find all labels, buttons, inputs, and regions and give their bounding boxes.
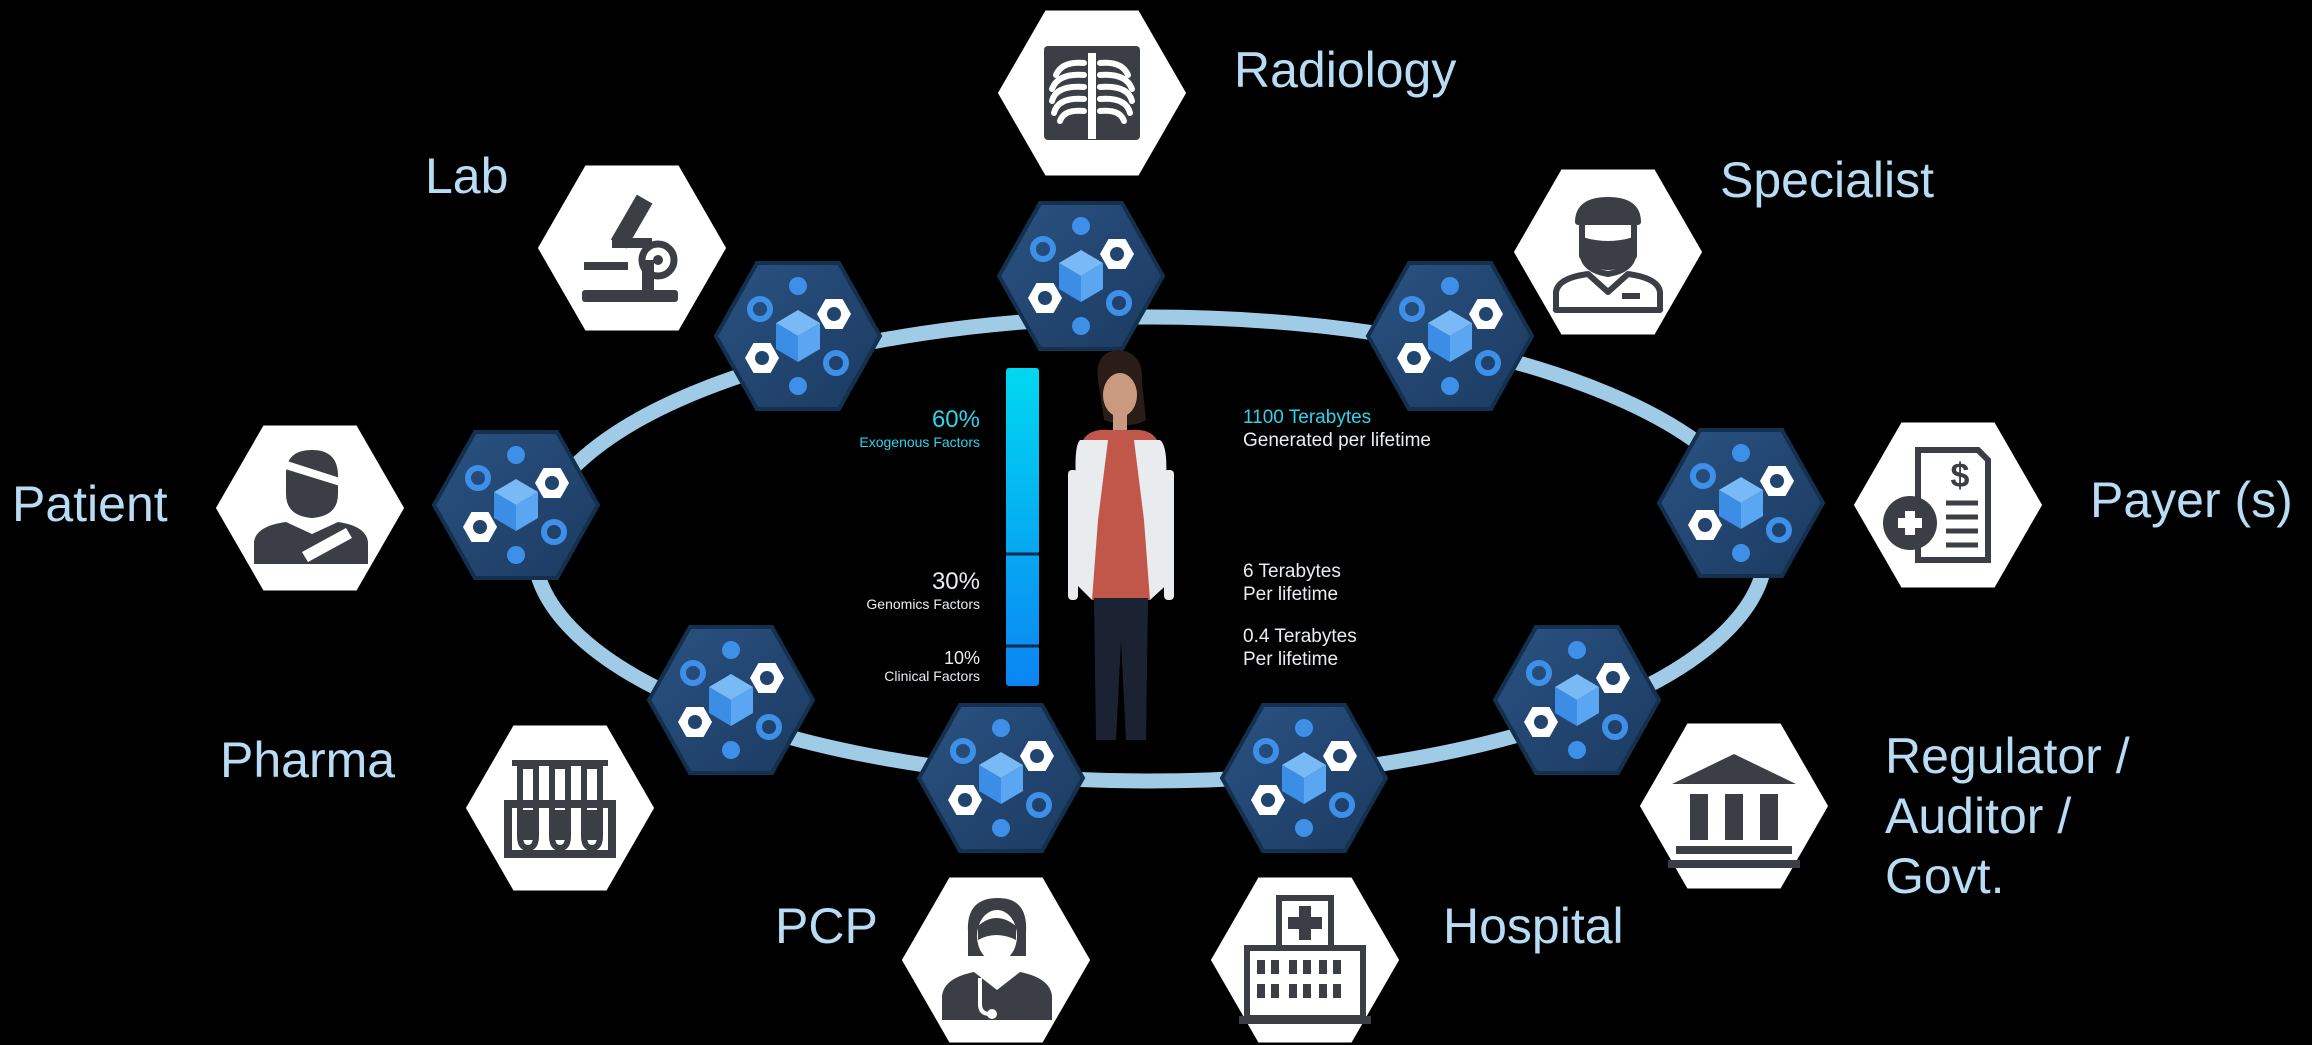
microscope-icon bbox=[582, 194, 678, 302]
radiology-hex bbox=[997, 10, 1187, 176]
blockchain-cube-icon bbox=[1368, 263, 1532, 409]
blockchain-node bbox=[1368, 263, 1532, 409]
exogenous-percent: 60% bbox=[931, 406, 980, 433]
patient-icon bbox=[254, 450, 368, 564]
label-patient: Patient bbox=[12, 476, 168, 532]
label-pcp: PCP bbox=[775, 898, 878, 954]
label-radiology: Radiology bbox=[1234, 42, 1457, 98]
clinical-volume-desc: Per lifetime bbox=[1243, 649, 1339, 670]
label-lab: Lab bbox=[425, 148, 509, 204]
label-regulator-line1: Regulator / bbox=[1885, 728, 2130, 784]
blockchain-cube-icon bbox=[434, 432, 598, 578]
genomics-volume-desc: Per lifetime bbox=[1243, 584, 1339, 605]
exogenous-label: Exogenous Factors bbox=[859, 434, 980, 450]
regulator-hex bbox=[1639, 723, 1829, 889]
blockchain-cube-icon bbox=[1222, 705, 1386, 851]
hospital-icon bbox=[1239, 895, 1371, 1024]
factor-bar bbox=[1006, 368, 1039, 686]
blockchain-node bbox=[649, 627, 813, 773]
clinical-label: Clinical Factors bbox=[884, 668, 980, 684]
clinical-volume-amount: 0.4 Terabytes bbox=[1243, 626, 1357, 647]
blockchain-cube-icon bbox=[919, 705, 1083, 851]
blockchain-cube-icon bbox=[1659, 430, 1823, 576]
blockchain-cube-icon bbox=[649, 627, 813, 773]
hospital-hex bbox=[1210, 877, 1400, 1043]
label-hospital: Hospital bbox=[1443, 898, 1624, 954]
genomics-volume-amount: 6 Terabytes bbox=[1243, 561, 1341, 582]
blockchain-node bbox=[919, 705, 1083, 851]
patient-hex bbox=[215, 425, 405, 591]
bank-icon bbox=[1668, 754, 1800, 868]
label-specialist: Specialist bbox=[1720, 152, 1934, 208]
label-regulator-line2: Auditor / bbox=[1885, 788, 2072, 844]
person-figure bbox=[1068, 350, 1174, 740]
blockchain-cube-icon bbox=[716, 263, 880, 409]
blockchain-node bbox=[1659, 430, 1823, 576]
blockchain-node bbox=[434, 432, 598, 578]
exogenous-volume-desc: Generated per lifetime bbox=[1243, 430, 1431, 451]
female-doctor-icon bbox=[942, 898, 1052, 1020]
exogenous-volume-amount: 1100 Terabytes bbox=[1243, 407, 1372, 428]
svg-text:$: $ bbox=[1951, 457, 1970, 495]
specialist-hex bbox=[1513, 169, 1703, 335]
pcp-hex bbox=[901, 877, 1091, 1043]
clinical-percent: 10% bbox=[943, 648, 980, 668]
exogenous-factor: 60% Exogenous Factors bbox=[859, 406, 980, 450]
clinical-volume: 0.4 Terabytes Per lifetime bbox=[1243, 625, 1357, 671]
blockchain-cube-icon bbox=[1495, 627, 1659, 773]
lab-hex bbox=[537, 165, 727, 331]
genomics-factor: 30% Genomics Factors bbox=[866, 568, 980, 612]
label-pharma: Pharma bbox=[220, 732, 396, 788]
factor-bar-fill bbox=[1006, 368, 1039, 686]
label-regulator-line3: Govt. bbox=[1885, 848, 2005, 904]
pharma-hex bbox=[465, 725, 655, 891]
clinical-factor: 10% Clinical Factors bbox=[884, 648, 980, 684]
exogenous-volume: 1100 Terabytes Generated per lifetime bbox=[1243, 406, 1431, 452]
genomics-percent: 30% bbox=[931, 568, 980, 595]
genomics-label: Genomics Factors bbox=[866, 596, 980, 612]
genomics-volume: 6 Terabytes Per lifetime bbox=[1243, 560, 1341, 606]
blockchain-node bbox=[1222, 705, 1386, 851]
payer-hex: $ bbox=[1853, 422, 2043, 588]
blockchain-node bbox=[716, 263, 880, 409]
bill-icon: $ bbox=[1883, 447, 1991, 563]
label-payer: Payer (s) bbox=[2090, 472, 2293, 528]
doctor-mask-icon bbox=[1553, 197, 1663, 313]
xray-icon bbox=[1044, 46, 1140, 140]
test-tubes-icon bbox=[504, 760, 616, 858]
blockchain-node bbox=[1495, 627, 1659, 773]
